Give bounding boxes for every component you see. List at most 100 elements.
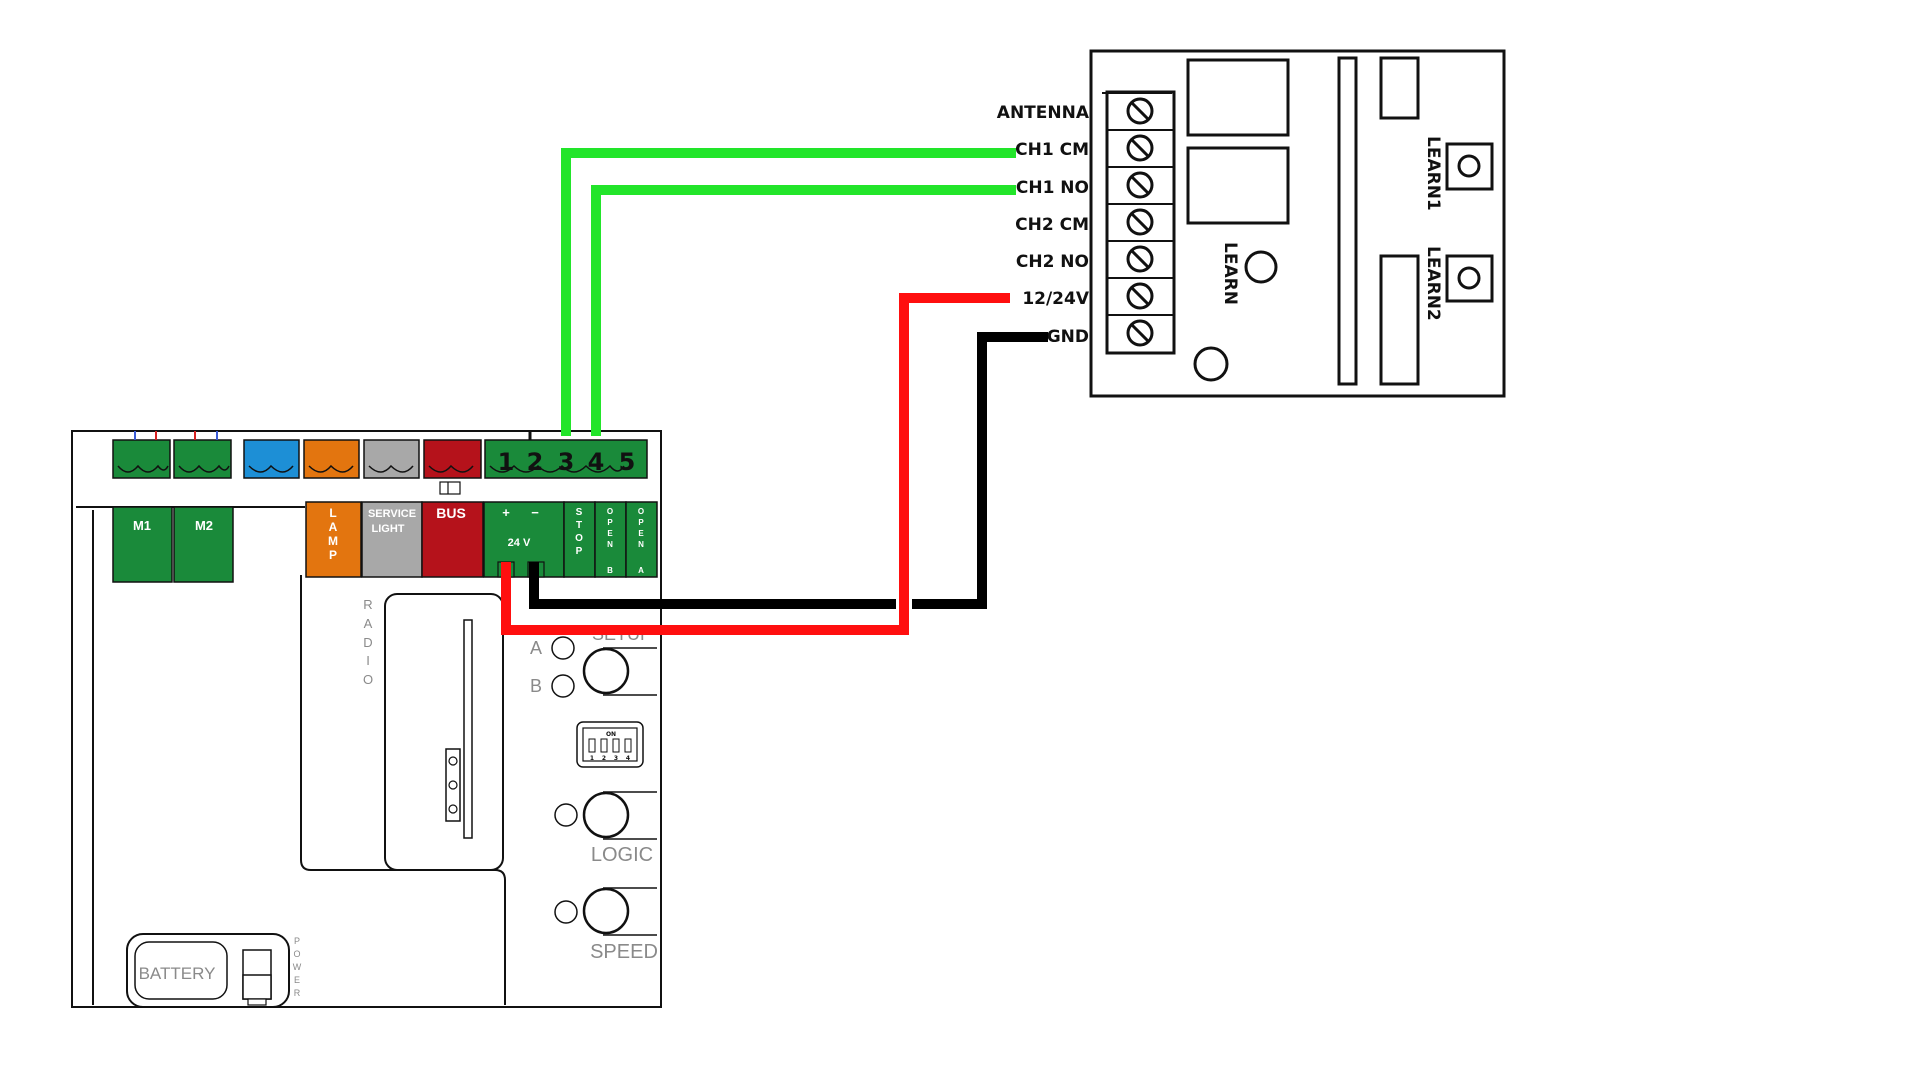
motor-connectors-top <box>112 431 232 479</box>
logic-label: LOGIC <box>591 844 653 866</box>
open-b-block <box>594 501 627 578</box>
plus-label: + <box>502 505 510 520</box>
receiver-vertical-strip <box>1337 56 1358 386</box>
receiver-screws <box>1102 92 1173 347</box>
svg-text:A: A <box>364 616 373 631</box>
svg-text:2: 2 <box>602 755 606 762</box>
logic-button[interactable] <box>582 791 630 839</box>
receiver-terminal-labels: ANTENNA CH1 CM CH1 NO CH2 CM CH2 NO 12/2… <box>997 103 1090 347</box>
svg-text:B: B <box>607 566 613 575</box>
svg-text:O: O <box>638 507 644 516</box>
terminal-label-antenna: ANTENNA <box>997 103 1090 123</box>
learn-led <box>1244 250 1278 284</box>
minus-label: − <box>531 505 539 520</box>
led-a <box>551 636 575 660</box>
red-connector <box>423 439 482 479</box>
terminal-number-3: 3 <box>558 448 575 476</box>
terminal-number-4: 4 <box>588 448 605 476</box>
terminal-number-2: 2 <box>527 448 544 476</box>
receiver-led-bottom <box>1193 346 1229 382</box>
svg-text:R: R <box>363 597 372 612</box>
m1-block <box>112 506 173 583</box>
svg-text:S: S <box>576 507 583 518</box>
svg-text:LIGHT: LIGHT <box>372 523 405 535</box>
learn2-button-knob[interactable] <box>1457 266 1481 290</box>
dip-on-label: ON <box>606 731 616 738</box>
terminal-label-ch2-no: CH2 NO <box>1016 252 1089 272</box>
svg-text:E: E <box>294 975 300 985</box>
m1-label: M1 <box>133 518 151 533</box>
svg-text:1: 1 <box>590 755 594 762</box>
svg-text:W: W <box>293 962 302 972</box>
svg-text:R: R <box>294 988 301 998</box>
led-b-label: B <box>530 676 542 696</box>
setup-button[interactable] <box>582 647 630 695</box>
svg-text:P: P <box>329 548 337 562</box>
svg-text:I: I <box>366 653 370 668</box>
learn1-label: LEARN1 <box>1423 136 1443 211</box>
svg-text:4: 4 <box>626 755 630 762</box>
black-wire-gnd <box>529 332 1048 609</box>
radio-slot: R A D I O <box>363 593 504 871</box>
terminal-label-ch1-no: CH1 NO <box>1016 178 1089 198</box>
terminal-label-ch2-cm: CH2 CM <box>1015 215 1089 235</box>
m2-label: M2 <box>195 518 213 533</box>
battery-label: BATTERY <box>139 964 216 983</box>
svg-text:T: T <box>576 520 582 531</box>
battery-connector: BATTERY <box>126 933 290 1008</box>
terminal-label-ch1-cm: CH1 CM <box>1015 140 1089 160</box>
svg-text:SERVICE: SERVICE <box>368 508 416 520</box>
logic-led <box>554 803 578 827</box>
receiver-lower-block <box>1379 254 1420 386</box>
svg-text:D: D <box>363 635 372 650</box>
receiver-module: ANTENNA CH1 CM CH1 NO CH2 CM CH2 NO 12/2… <box>997 49 1506 398</box>
svg-text:A: A <box>329 520 338 534</box>
svg-text:P: P <box>576 546 583 557</box>
speed-label: SPEED <box>590 941 658 963</box>
svg-text:O: O <box>293 949 300 959</box>
speed-button[interactable] <box>582 887 630 935</box>
svg-text:3: 3 <box>614 755 618 762</box>
grey-connector <box>363 439 420 479</box>
terminal-number-1: 1 <box>498 448 515 476</box>
bus-block <box>421 501 484 578</box>
svg-text:P: P <box>638 518 644 527</box>
svg-text:E: E <box>638 529 644 538</box>
svg-text:L: L <box>329 506 336 520</box>
numbered-terminal-block: 1 2 3 4 5 <box>484 430 648 479</box>
terminal-number-5: 5 <box>619 448 636 476</box>
bus-label: BUS <box>436 505 466 521</box>
power-label: P O W E R <box>293 936 302 998</box>
relay-1 <box>1186 58 1290 137</box>
relay-2 <box>1186 146 1290 225</box>
controller-board: 1 2 3 4 5 M1 M2 L A M P SERVICE LIGHT BU… <box>71 430 662 1008</box>
wires <box>501 148 1048 635</box>
svg-text:E: E <box>607 529 613 538</box>
learn2-label: LEARN2 <box>1423 246 1443 321</box>
red-wire-12-24v <box>501 293 1010 635</box>
power-24v-label: 24 V <box>508 537 531 549</box>
open-a-block <box>625 501 658 578</box>
led-a-label: A <box>530 638 542 658</box>
learn1-button-knob[interactable] <box>1457 154 1481 178</box>
terminal-label-gnd: GND <box>1047 327 1089 347</box>
green-wire-ch1-no <box>591 185 1016 436</box>
led-b <box>551 674 575 698</box>
svg-text:O: O <box>607 507 613 516</box>
svg-text:N: N <box>638 540 644 549</box>
blue-connector <box>243 439 300 479</box>
svg-text:P: P <box>607 518 613 527</box>
speed-led <box>554 900 578 924</box>
svg-text:M: M <box>328 534 338 548</box>
svg-text:N: N <box>607 540 613 549</box>
orange-connector <box>303 439 360 479</box>
terminal-label-12-24v: 12/24V <box>1022 289 1090 309</box>
svg-text:A: A <box>638 566 644 575</box>
svg-text:O: O <box>575 533 583 544</box>
learn-label: LEARN <box>1220 242 1240 305</box>
dip-switch[interactable]: ON 1 2 3 4 <box>576 721 644 768</box>
svg-text:O: O <box>363 672 373 687</box>
m2-block <box>173 506 234 583</box>
green-wire-ch1-cm <box>561 148 1016 436</box>
